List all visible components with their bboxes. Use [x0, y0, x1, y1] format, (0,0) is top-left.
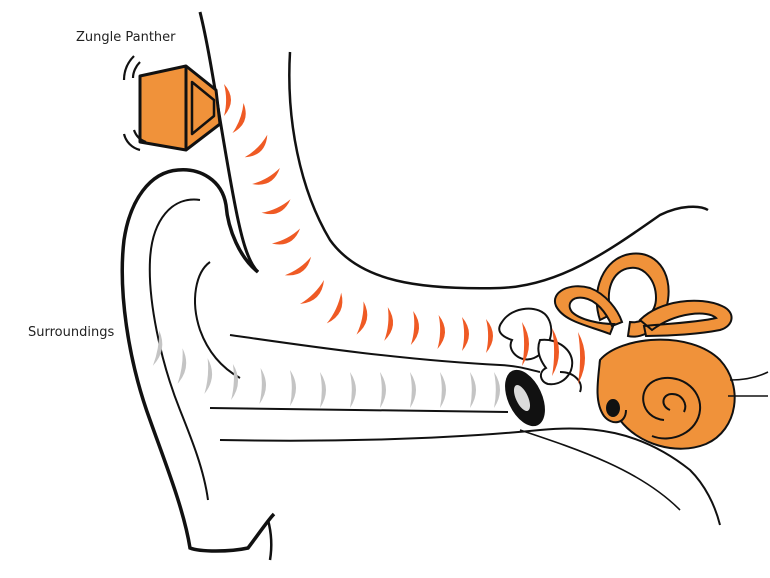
- orange-wave-arc: [232, 103, 246, 133]
- bone-conduction-sound-waves: [224, 84, 585, 384]
- gray-wave-arc: [177, 348, 187, 384]
- bone-conduction-speaker-icon: [122, 55, 222, 152]
- ambient-sound-waves: [152, 330, 500, 408]
- head-contour-inner: [288, 51, 709, 290]
- concha-fold: [194, 261, 241, 379]
- gray-wave-arc: [470, 372, 476, 408]
- eardrum-highlight: [513, 385, 531, 411]
- gray-wave-arc: [152, 330, 163, 366]
- ear-canal-top: [229, 334, 541, 373]
- semicircular-canals: [553, 252, 733, 338]
- gray-wave-arc: [494, 372, 500, 408]
- orange-wave-arc: [284, 256, 312, 276]
- ear-canal-bottom: [209, 407, 509, 413]
- orange-wave-arc: [356, 301, 368, 335]
- gray-wave-arc: [350, 372, 356, 408]
- orange-wave-arc: [437, 315, 446, 349]
- orange-wave-arc: [326, 292, 343, 324]
- orange-wave-arc: [244, 134, 268, 158]
- pinna-inner-fold: [148, 198, 209, 501]
- inner-lower-line: [519, 429, 681, 511]
- orange-wave-arc: [410, 311, 420, 345]
- orange-wave-arc: [578, 332, 585, 384]
- gray-wave-arc: [320, 372, 326, 408]
- nerve-lines: [727, 371, 769, 397]
- gray-wave-arc: [204, 358, 213, 394]
- gray-wave-arc: [231, 364, 239, 400]
- gray-wave-arc: [410, 372, 416, 408]
- orange-wave-arc: [224, 84, 231, 116]
- canal-lower-line: [219, 427, 721, 526]
- device-label: Zungle Panther: [76, 30, 176, 45]
- gray-wave-arc: [380, 372, 386, 408]
- orange-wave-arc: [261, 199, 291, 215]
- pinna-outline: [120, 168, 276, 553]
- head-contour-outer: [198, 11, 260, 274]
- orange-wave-arc: [486, 319, 493, 353]
- orange-wave-arc: [552, 328, 559, 376]
- orange-wave-arc: [252, 168, 280, 185]
- gray-wave-arc: [440, 372, 446, 408]
- cochlea: [596, 338, 736, 450]
- orange-wave-arc: [300, 280, 324, 304]
- orange-wave-arc: [522, 322, 529, 366]
- orange-wave-arc: [462, 317, 469, 351]
- orange-wave-arc: [384, 307, 394, 341]
- surroundings-label: Surroundings: [28, 325, 115, 340]
- gray-wave-arc: [290, 370, 296, 406]
- lobule-line: [266, 519, 273, 561]
- gray-wave-arc: [259, 368, 267, 404]
- orange-wave-arc: [271, 228, 301, 245]
